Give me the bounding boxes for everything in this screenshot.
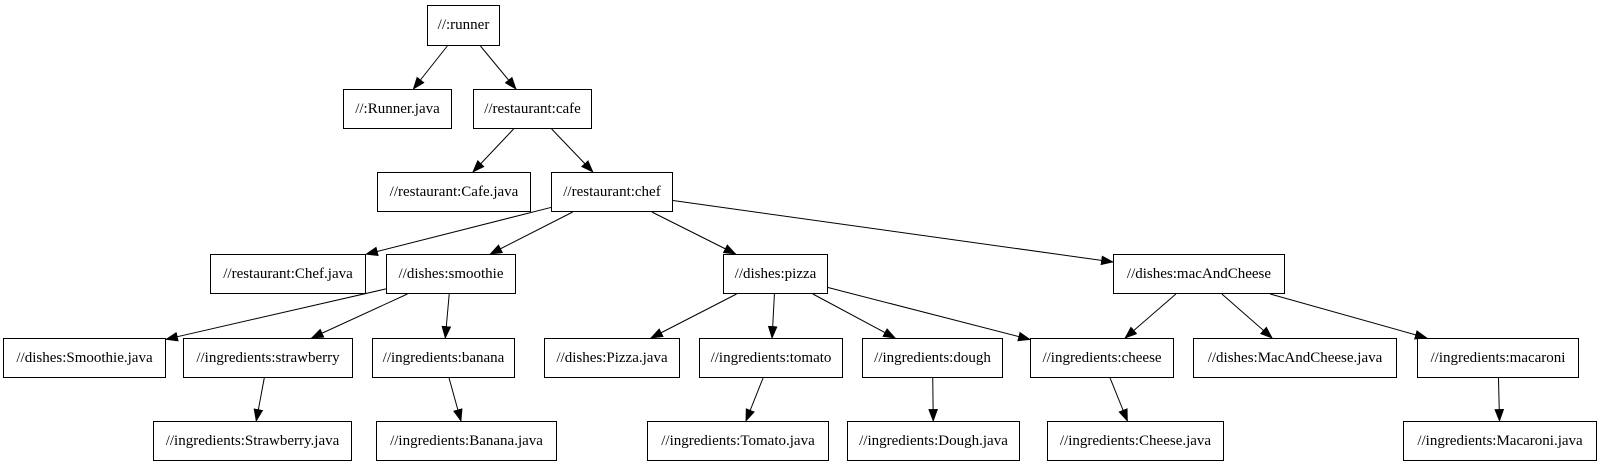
edge-dough-to-dough-java <box>928 377 938 423</box>
edge-mac-and-cheese-to-cheese <box>1124 293 1177 339</box>
graph-node-pizza: //dishes:pizza <box>723 254 828 294</box>
graph-node-tomato: //ingredients:tomato <box>699 338 843 378</box>
edge-tomato-to-tomato-java <box>745 377 764 423</box>
edge-pizza-to-pizza-java <box>649 293 737 339</box>
edge-cheese-to-cheese-java <box>1109 377 1128 423</box>
graph-node-chef-java: //restaurant:Chef.java <box>210 254 366 294</box>
graph-node-cheese-java: //ingredients:Cheese.java <box>1047 421 1224 461</box>
graph-node-tomato-java: //ingredients:Tomato.java <box>647 421 829 461</box>
edge-runner-to-runner-java <box>412 45 448 90</box>
edge-smoothie-to-banana <box>441 293 452 340</box>
graph-node-macaroni-java: //ingredients:Macaroni.java <box>1403 421 1597 461</box>
edge-cafe-to-cafe-java <box>472 128 514 173</box>
graph-node-dough: //ingredients:dough <box>862 338 1003 378</box>
edge-chef-to-smoothie <box>489 211 573 255</box>
graph-node-cafe-java: //restaurant:Cafe.java <box>377 172 531 212</box>
graph-node-cafe: //restaurant:cafe <box>473 89 592 129</box>
edge-chef-to-chef-java <box>364 206 552 257</box>
graph-node-mac-and-cheese: //dishes:macAndCheese <box>1113 254 1285 294</box>
edge-cafe-to-chef <box>551 128 594 173</box>
graph-node-cheese: //ingredients:cheese <box>1030 338 1174 378</box>
edge-banana-to-banana-java <box>448 377 463 423</box>
graph-node-chef: //restaurant:chef <box>551 172 673 212</box>
graph-node-macaroni: //ingredients:macaroni <box>1417 338 1579 378</box>
graph-node-smoothie-java: //dishes:Smoothie.java <box>3 338 166 378</box>
graph-node-smoothie: //dishes:smoothie <box>386 254 516 294</box>
graph-node-strawberry: //ingredients:strawberry <box>183 338 353 378</box>
edge-runner-to-cafe <box>480 45 517 90</box>
edge-smoothie-to-strawberry <box>310 293 408 339</box>
graph-node-dough-java: //ingredients:Dough.java <box>847 421 1020 461</box>
graph-node-pizza-java: //dishes:Pizza.java <box>544 338 680 378</box>
edge-chef-to-pizza <box>651 211 737 255</box>
edge-chef-to-mac-and-cheese <box>672 200 1115 266</box>
graph-node-runner-java: //:Runner.java <box>343 89 452 129</box>
graph-node-runner: //:runner <box>427 5 500 46</box>
edge-mac-and-cheese-to-mac-and-cheese-java <box>1221 293 1273 339</box>
graph-node-banana-java: //ingredients:Banana.java <box>376 421 557 461</box>
edge-smoothie-to-smoothie-java <box>164 288 387 342</box>
edge-pizza-to-cheese <box>827 287 1032 342</box>
edge-pizza-to-tomato <box>767 293 778 340</box>
edge-strawberry-to-strawberry-java <box>253 377 265 423</box>
graph-node-mac-and-cheese-java: //dishes:MacAndCheese.java <box>1193 338 1397 378</box>
edge-mac-and-cheese-to-macaroni <box>1270 293 1428 340</box>
graph-node-strawberry-java: //ingredients:Strawberry.java <box>153 421 352 461</box>
graph-node-banana: //ingredients:banana <box>372 338 515 378</box>
edge-pizza-to-dough <box>812 293 897 339</box>
edge-macaroni-to-macaroni-java <box>1494 377 1505 423</box>
